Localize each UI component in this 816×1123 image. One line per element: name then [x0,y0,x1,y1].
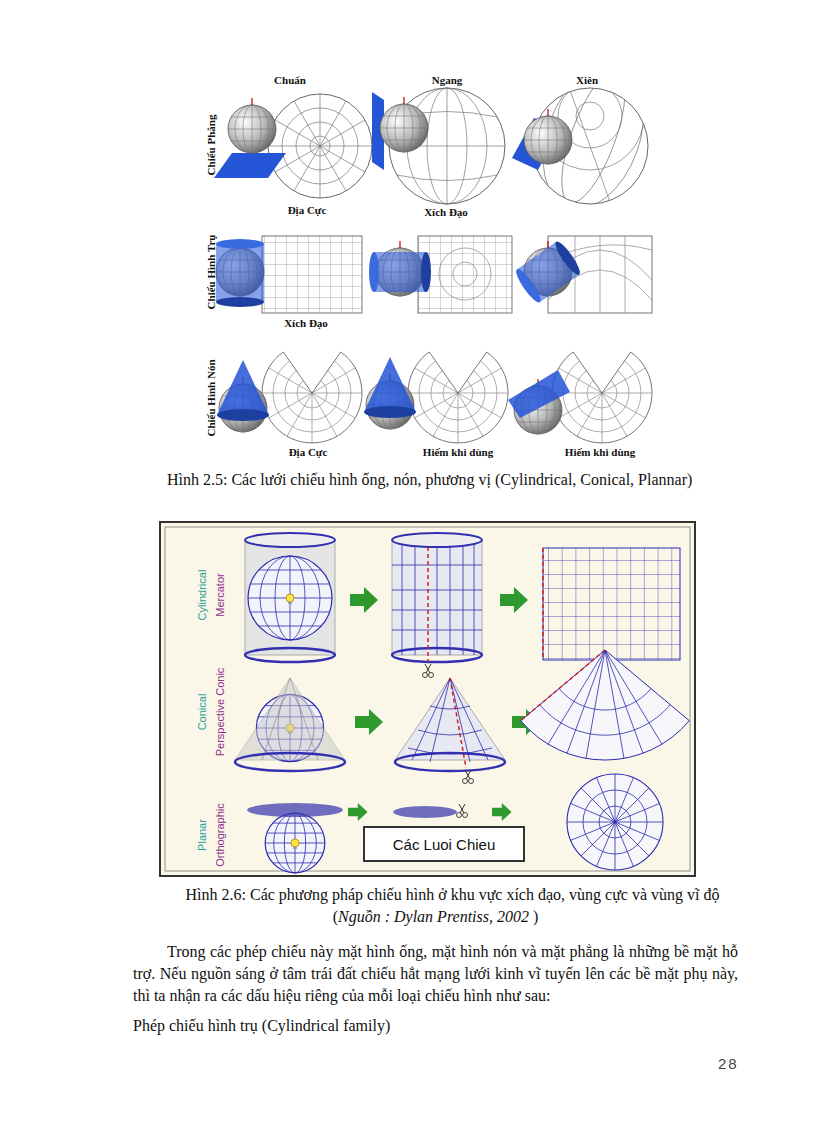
box-text: Các Luoi Chieu [393,836,496,853]
projection-label: Orthographic [214,803,226,867]
azimuthal-oblique [512,50,662,222]
column-heading: Chuẩn [274,74,306,86]
title-box: Các Luoi Chieu [363,826,525,862]
cylindrical-oblique [513,236,652,313]
cylindrical-transverse [369,236,512,313]
aspect-label: Địa Cực [289,446,328,458]
caption-source: Nguồn : Dylan Prentiss, 2002 [338,908,529,925]
figure-caption: ) [529,908,538,925]
section-heading: Phép chiếu hình trụ (Cylindrical family) [133,1015,738,1037]
row-label: Chiếu Hình Trụ [205,235,217,310]
caption-block: Hình 2.6: Các phương pháp chiếu hình ở k… [133,884,738,928]
projection-label: Perspective Conic [214,668,226,757]
azimuthal-equatorial [372,88,505,204]
azimuthal-polar [214,94,372,198]
cylindrical-normal [216,236,362,313]
aspect-label: Hiếm khi dùng [423,446,493,458]
aspect-label: Xích Đạo [424,206,468,218]
body-paragraph: Trong các phép chiếu này mặt hình ống, m… [133,941,738,1007]
aspect-label: Hiếm khi dùng [565,446,635,458]
column-heading: Ngang [432,74,463,86]
planar-projection [247,774,663,873]
figure-caption: Hình 2.5: Các lưới chiếu hình ống, nón, … [133,469,738,491]
conic-polar [217,343,362,443]
aspect-label: Địa Cực [288,204,327,216]
page-number: 28 [718,1055,739,1072]
family-label: Conical [196,694,208,731]
conic-transverse [364,343,508,443]
family-label: Cylindrical [196,570,208,621]
projection-label: Mercator [214,573,226,616]
cylinder-projection [245,533,680,678]
aspect-label: Xích Đạo [284,317,328,329]
figure-frame [160,522,695,876]
row-label: Chiếu Hình Nón [205,359,217,436]
row-label: Chiếu Phẳng [205,115,217,176]
family-label: Planar [196,819,208,851]
cone-projection [235,650,689,784]
conic-oblique [508,343,652,443]
column-heading: Xiên [576,74,598,86]
